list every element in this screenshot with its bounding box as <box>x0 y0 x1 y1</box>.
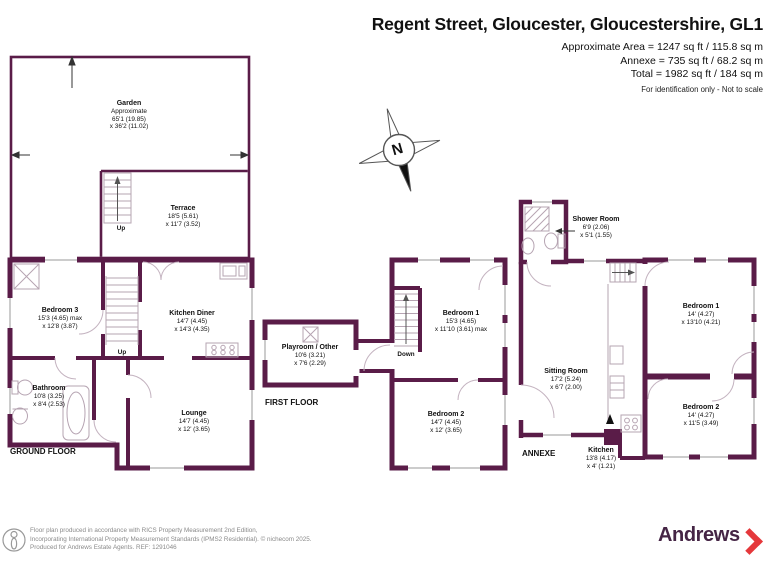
compass-rose-icon <box>358 108 441 192</box>
annexe-shower-fixtures <box>521 206 566 255</box>
garden-outline <box>9 55 251 260</box>
room-label-annexe-kitchen: Kitchen 13'8 (4.17) x 4' (1.21) <box>585 447 617 470</box>
ground-hall-stairs <box>105 276 139 345</box>
annexe-windows <box>527 198 758 461</box>
room-label-playroom: Playroom / Other 10'6 (3.21) x 7'6 (2.29… <box>281 344 339 367</box>
first-floor-stairs-down-label: Down <box>397 351 415 358</box>
annexe-stairs-arrow <box>628 269 635 276</box>
area-line-annexe: Annexe = 735 sq ft / 68.2 sq m <box>620 54 763 67</box>
ground-floor-walls <box>7 257 255 471</box>
bathtub-icon <box>62 385 90 441</box>
ground-floor-label: GROUND FLOOR <box>10 447 76 456</box>
footer-line-3: Produced for Andrews Estate Agents. REF:… <box>30 544 177 552</box>
room-label-first-bedroom2: Bedroom 2 14'7 (4.45) x 12' (3.65) <box>427 411 465 434</box>
room-label-kitchen-diner: Kitchen Diner 14'7 (4.45) x 14'3 (4.35) <box>169 310 215 333</box>
first-floor-windows <box>261 256 509 472</box>
area-line-total: Total = 1982 sq ft / 184 sq m <box>630 68 763 80</box>
footer-line-1: Floor plan produced in accordance with R… <box>30 527 258 534</box>
footer-line-2: Incorporating International Property Mea… <box>30 535 312 543</box>
annexe-walls <box>518 199 757 460</box>
radiator-arrow-icon <box>606 414 614 424</box>
garden-dimension-arrows <box>10 55 250 159</box>
room-label-shower-room: Shower Room 6'9 (2.06) x 5'1 (1.55) <box>572 216 620 239</box>
skylight-icon <box>13 263 40 290</box>
shower-tray-icon <box>524 206 550 232</box>
room-label-sitting-room: Sitting Room 17'2 (5.24) x 6'7 (2.00) <box>544 368 588 391</box>
hob-icon <box>620 414 642 433</box>
room-label-bathroom: Bathroom 10'8 (3.25) x 8'4 (2.53) <box>32 385 66 408</box>
ground-floor-windows <box>6 256 256 472</box>
terrace-stairs-arrow <box>114 176 121 184</box>
terrace-stairs-up-label: Up <box>116 225 126 232</box>
annexe-kitchen-fixtures <box>607 284 642 433</box>
room-label-first-bedroom1: Bedroom 1 15'3 (4.65) x 11'10 (3.61) max <box>434 310 488 333</box>
room-label-bedroom3: Bedroom 3 15'3 (4.65) max x 12'8 (3.87) <box>37 307 83 330</box>
nichecom-logo-icon <box>2 528 26 552</box>
room-label-lounge: Lounge 14'7 (4.45) x 12' (3.65) <box>178 410 210 433</box>
shower-room-pointer-arrow <box>555 228 575 234</box>
annexe-doors <box>520 261 755 419</box>
header: Regent Street, Gloucester, Gloucestershi… <box>372 14 763 94</box>
annexe-wall-block <box>604 429 622 445</box>
fridge-icon <box>609 375 625 399</box>
andrews-logo-text: Andrews <box>658 524 740 546</box>
first-floor-stairs-arrow <box>403 294 409 301</box>
room-label-annexe-bedroom2: Bedroom 2 14' (4.27) x 11'5 (3.49) <box>682 404 720 427</box>
room-label-terrace: Terrace 18'5 (5.61) x 11'7 (3.52) <box>165 205 201 228</box>
first-floor-walls <box>262 257 508 471</box>
ground-floor-doors <box>54 261 180 443</box>
basin-icon <box>12 407 28 425</box>
room-label-annexe-bedroom1: Bedroom 1 14' (4.27) x 13'10 (4.21) <box>681 303 721 326</box>
footer-disclaimer: Floor plan produced in accordance with R… <box>30 527 312 553</box>
disclaimer-text: For identification only - Not to scale <box>641 84 763 94</box>
hall-stairs-up-label: Up <box>117 349 127 356</box>
ground-floor-fixtures <box>11 262 248 441</box>
annexe-stairs <box>609 262 637 283</box>
first-floor-doors <box>363 265 504 401</box>
area-summary: Approximate Area = 1247 sq ft / 115.8 sq… <box>372 41 763 82</box>
area-line-approximate: Approximate Area = 1247 sq ft / 115.8 sq… <box>561 41 763 53</box>
basin-icon <box>521 237 535 255</box>
kitchen-sink-icon <box>219 262 248 280</box>
hob-icon <box>205 342 239 358</box>
annexe-label: ANNEXE <box>522 449 556 458</box>
playroom-skylight-icon <box>302 326 319 343</box>
page-title: Regent Street, Gloucester, Gloucestershi… <box>371 14 763 34</box>
first-floor-label: FIRST FLOOR <box>265 398 319 407</box>
room-label-garden: Garden Approximate 65'1 (19.85) x 36'2 (… <box>109 100 149 131</box>
